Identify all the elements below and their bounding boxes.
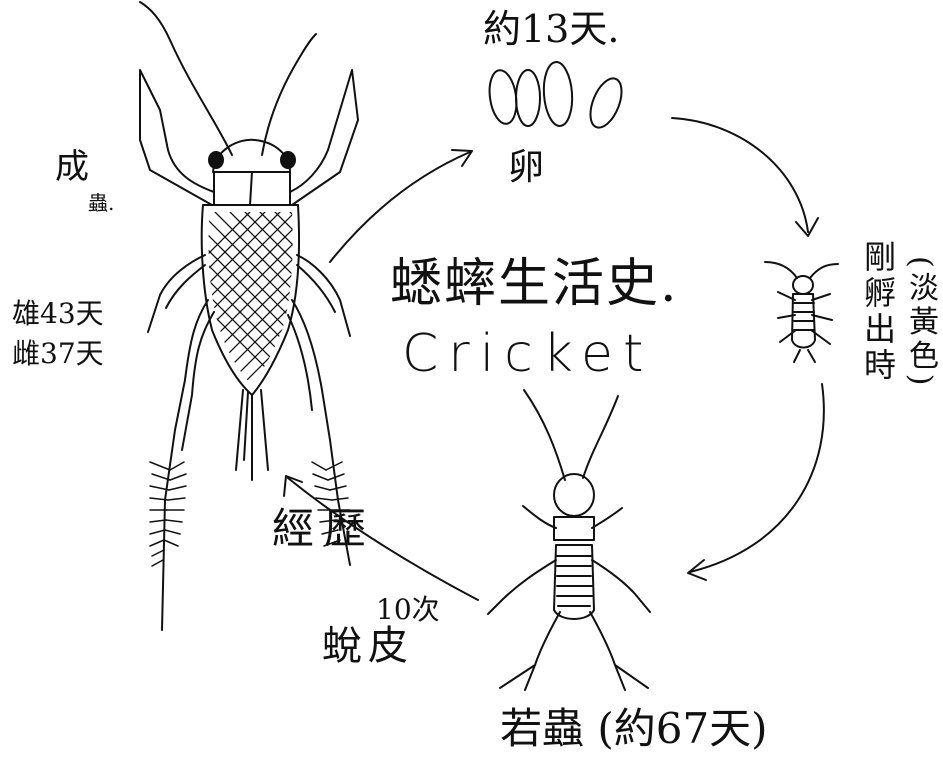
adult-stage-label: 成 (55, 150, 89, 184)
adult-antenna-left (140, 2, 232, 155)
diagram-title: 蟋蟀生活史. (390, 258, 679, 310)
arrow-hatchling-to-nymph (690, 384, 824, 572)
molting-count: 10次 (376, 596, 440, 624)
egg-drawing (486, 61, 627, 132)
adult-body (202, 205, 299, 395)
adult-hind-leg-left (162, 300, 208, 630)
hatchling-drawing (765, 262, 838, 362)
adult-front-leg-right (290, 70, 358, 205)
diagram-subtitle: Cricket (402, 328, 653, 380)
adult-stage-sublabel: 蟲. (88, 192, 118, 214)
molting-sublabel: 蛻皮 (322, 626, 414, 666)
egg-stage-label: 卵 (508, 150, 544, 186)
adult-eye-right (281, 152, 295, 168)
adult-antenna-right (262, 34, 316, 155)
adult-male-duration: 雄43天 (12, 300, 104, 328)
adult-cricket-drawing (70, 2, 470, 630)
adult-mid-leg-left (148, 255, 205, 332)
adult-eye-left (209, 152, 223, 168)
arrow-egg-to-hatchling (672, 118, 808, 232)
adult-head (213, 140, 290, 172)
adult-female-duration: 雌37天 (12, 340, 104, 368)
adult-cerci (236, 390, 268, 480)
hatchling-stage-label: 剛孵出時 (862, 240, 894, 384)
hatchling-color-note: (淡黃色) (905, 256, 935, 389)
molting-label: 經歷 (272, 508, 376, 550)
nymph-drawing (488, 390, 650, 690)
egg-duration-label: 約13天. (483, 10, 619, 48)
nymph-stage-label: 若蟲 (約67天) (500, 708, 768, 750)
arrow-adult-to-egg (330, 152, 470, 262)
adult-front-leg-left (140, 70, 214, 205)
